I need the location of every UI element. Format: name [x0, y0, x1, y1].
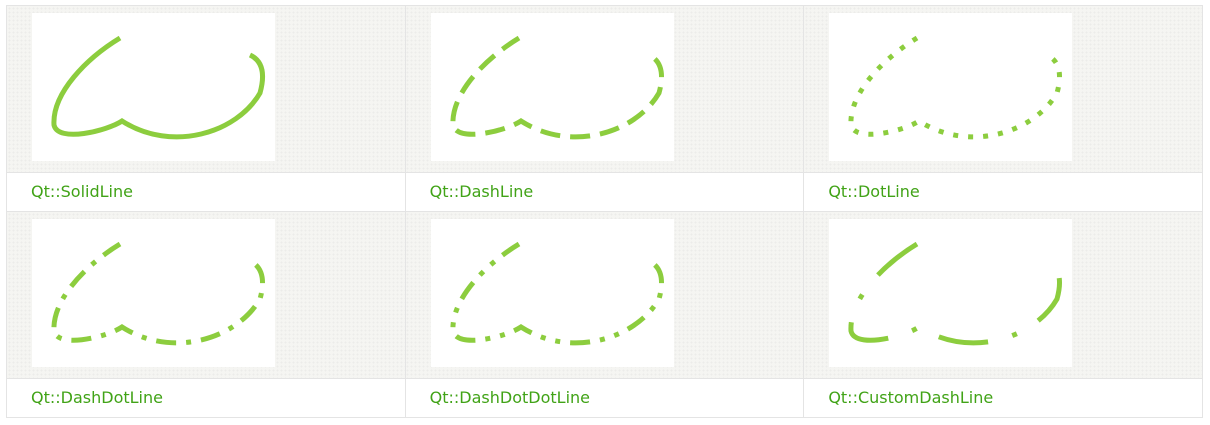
pen-style-label: Qt::DashDotDotLine	[429, 388, 591, 407]
label-row: Qt::DashDotLine Qt::DashDotDotLine Qt::C…	[6, 378, 1203, 418]
swatch-cell	[404, 211, 805, 379]
pen-style-label: Qt::SolidLine	[31, 182, 133, 201]
swatch-cell	[6, 211, 406, 379]
label-cell: Qt::DashDotDotLine	[404, 378, 805, 418]
label-row: Qt::SolidLine Qt::DashLine Qt::DotLine	[6, 172, 1203, 212]
label-cell: Qt::DashLine	[404, 172, 805, 212]
dot-line-swatch	[829, 13, 1073, 161]
pen-curve	[51, 35, 265, 140]
dash-dot-line-swatch	[32, 219, 275, 367]
swatch-cell	[803, 211, 1203, 379]
pen-style-label: Qt::DashDotLine	[31, 388, 163, 407]
label-cell: Qt::SolidLine	[6, 172, 406, 212]
pen-curve	[51, 241, 265, 346]
swatch-row	[6, 5, 1203, 173]
label-cell: Qt::CustomDashLine	[803, 378, 1203, 418]
pen-curve	[450, 241, 664, 346]
pen-style-table: Qt::SolidLine Qt::DashLine Qt::DotLine Q…	[6, 5, 1203, 418]
pen-style-label: Qt::DashLine	[429, 182, 534, 201]
pen-style-label: Qt::CustomDashLine	[828, 388, 994, 407]
dash-dot-dot-line-swatch	[430, 219, 674, 367]
swatch-cell	[6, 5, 406, 173]
swatch-row	[6, 211, 1203, 379]
swatch-cell	[803, 5, 1203, 173]
custom-dash-line-swatch	[829, 219, 1073, 367]
pen-curve	[450, 35, 664, 140]
label-cell: Qt::DashDotLine	[6, 378, 406, 418]
solid-line-swatch	[32, 13, 275, 161]
dash-line-swatch	[430, 13, 674, 161]
label-cell: Qt::DotLine	[803, 172, 1203, 212]
pen-curve	[848, 35, 1063, 140]
pen-curve	[848, 241, 1063, 346]
swatch-cell	[404, 5, 805, 173]
pen-style-label: Qt::DotLine	[828, 182, 920, 201]
